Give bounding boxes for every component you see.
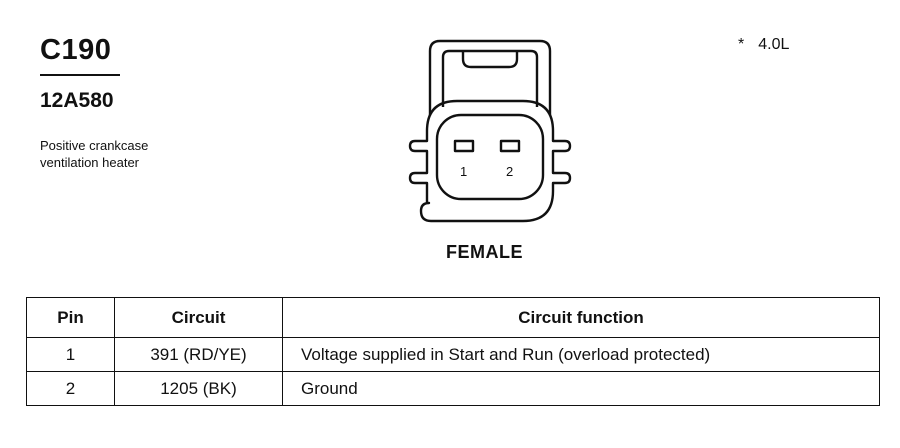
connector-description: Positive crankcase ventilation heater: [40, 137, 240, 171]
header-circuit: Circuit: [114, 297, 283, 338]
pinout-table: Pin Circuit Circuit function 1 391 (RD/Y…: [26, 297, 880, 406]
cell-pin: 1: [26, 337, 115, 372]
cell-circuit: 1205 (BK): [114, 371, 283, 406]
locking-latch-inner: [441, 49, 539, 107]
pin-1-label: 1: [460, 164, 467, 179]
connector-face-diagram: 1 2: [408, 39, 572, 223]
description-line: ventilation heater: [40, 155, 140, 170]
cell-circuit: 391 (RD/YE): [114, 337, 283, 372]
header-pin: Pin: [26, 297, 115, 338]
connector-cavity: [435, 113, 545, 201]
header-circuit-function: Circuit function: [282, 297, 880, 338]
description-line: Positive crankcase: [40, 138, 149, 153]
gender-label: FEMALE: [446, 242, 523, 262]
table-header-row: Pin Circuit Circuit function: [26, 297, 880, 338]
pin-2-terminal: [499, 139, 521, 153]
connector-id: C190: [40, 34, 112, 66]
cell-circuit-function: Voltage supplied in Start and Run (overl…: [282, 337, 880, 372]
connector-housing: [408, 99, 572, 223]
pin-1-terminal: [453, 139, 475, 153]
engine-note-text: 4.0L: [758, 36, 790, 53]
latch-tab: [461, 51, 519, 69]
part-number: 12A580: [40, 89, 114, 112]
pin-2-label: 2: [506, 164, 513, 179]
cell-circuit-function: Ground: [282, 371, 880, 406]
connector-id-underline: [40, 74, 120, 76]
cell-pin: 2: [26, 371, 115, 406]
table-row: 1 391 (RD/YE) Voltage supplied in Start …: [26, 337, 880, 372]
engine-note-symbol: *: [738, 36, 745, 53]
engine-note: * 4.0L: [738, 36, 789, 54]
table-row: 2 1205 (BK) Ground: [26, 371, 880, 406]
locking-latch: [428, 39, 552, 115]
